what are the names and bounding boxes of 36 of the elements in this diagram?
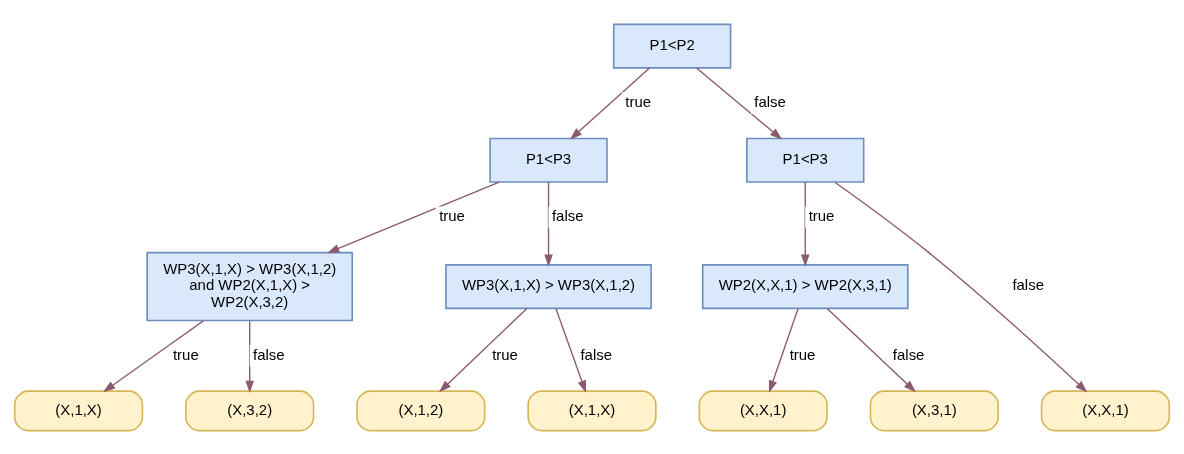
node-box: WP3(X,1,X) > WP3(X,1,2) <box>445 263 652 309</box>
node-box: P1<P2 <box>612 23 732 69</box>
edge-label: true <box>172 345 199 363</box>
arrow <box>826 307 916 392</box>
edge-label: true <box>789 345 816 363</box>
node-box: WP3(X,1,X) > WP3(X,1,2) and WP2(X,1,X) > WP2(X,3,2) <box>146 251 354 321</box>
arrow <box>439 307 528 392</box>
arrow <box>768 307 799 393</box>
node-box: (X,X,1) <box>1040 389 1171 431</box>
edge-label: true <box>439 206 465 224</box>
edge-label: false <box>892 345 925 363</box>
arrow <box>834 181 1088 392</box>
edge-label: true <box>625 92 652 110</box>
node-box: (X,1,2) <box>356 389 486 431</box>
node-box: (X,3,2) <box>185 389 315 431</box>
arrow <box>245 320 254 393</box>
node-box: (X,3,1) <box>869 389 999 431</box>
arrow <box>103 319 205 392</box>
edge-label: true <box>492 345 518 363</box>
edge-label: false <box>754 92 786 110</box>
edge-label: false <box>253 345 285 363</box>
node-box: (X,1,X) <box>527 389 657 431</box>
arrow <box>569 66 651 140</box>
arrow <box>544 180 553 267</box>
edge-label: true <box>808 206 835 224</box>
arrow <box>327 180 500 253</box>
edge-label: false <box>1012 275 1044 293</box>
arrow <box>695 66 783 140</box>
edge-label: false <box>580 345 613 363</box>
node-box: P1<P3 <box>746 137 865 183</box>
node-box: (X,X,1) <box>698 389 828 431</box>
edge-label: false <box>551 206 584 224</box>
node-box: (X,1,X) <box>13 389 144 431</box>
node-box: WP2(X,X,1) > WP2(X,3,1) <box>701 263 909 309</box>
node-box: P1<P3 <box>489 137 608 183</box>
arrow <box>555 307 586 393</box>
